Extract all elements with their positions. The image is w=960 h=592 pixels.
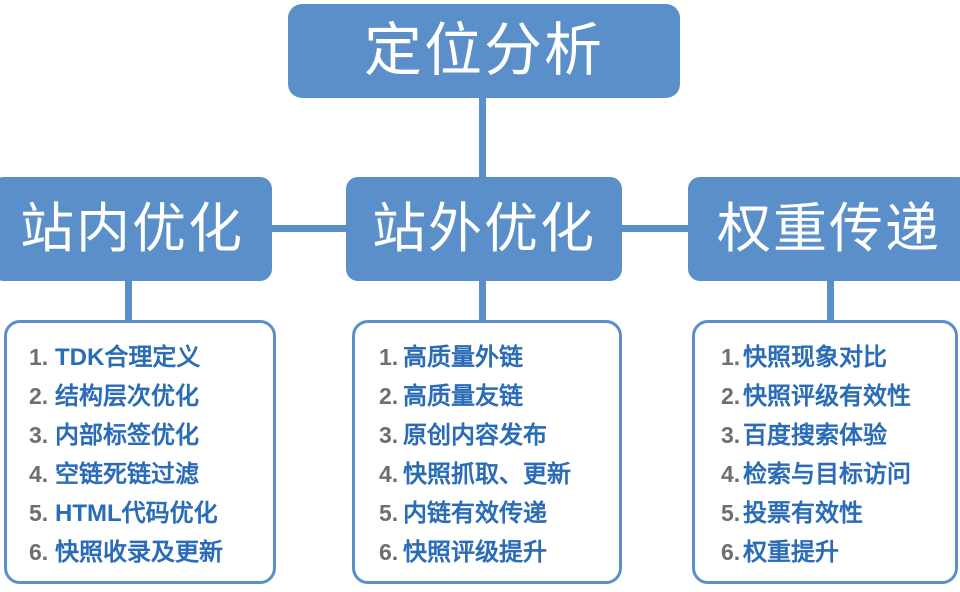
list-item-label: 快照评级有效性 bbox=[743, 383, 911, 410]
list-box-offsite: 1. 高质量外链 2. 高质量友链 3. 原创内容发布 4. 快照抓取、更新 5… bbox=[352, 320, 622, 584]
list-item-number: 5. bbox=[29, 500, 49, 526]
node-branch-offsite-label: 站外优化 bbox=[372, 199, 596, 259]
node-branch-offsite[interactable]: 站外优化 bbox=[346, 177, 622, 281]
list-item-number: 5. bbox=[721, 500, 741, 526]
node-branch-weight-label: 权重传递 bbox=[717, 199, 941, 259]
list-item-number: 3. bbox=[379, 422, 399, 448]
node-branch-onsite[interactable]: 站内优化 bbox=[0, 177, 272, 281]
list-box-onsite: 1. TDK合理定义 2. 结构层次优化 3. 内部标签优化 4. 空链死链过滤… bbox=[4, 320, 276, 584]
list-item[interactable]: 1. 高质量外链 bbox=[369, 337, 609, 376]
node-branch-onsite-label: 站内优化 bbox=[20, 199, 244, 259]
list-item-number: 3. bbox=[29, 422, 49, 448]
list-item[interactable]: 6. 快照评级提升 bbox=[369, 532, 609, 571]
list-item-label: 检索与目标访问 bbox=[743, 461, 911, 488]
node-branch-weight[interactable]: 权重传递 bbox=[688, 177, 960, 281]
list-item-label: 原创内容发布 bbox=[403, 422, 547, 449]
list-item-number: 6. bbox=[379, 539, 399, 565]
list-item-number: 4. bbox=[721, 461, 741, 487]
list-item-number: 1. bbox=[379, 344, 399, 370]
list-item-label: 快照收录及更新 bbox=[55, 539, 223, 566]
list-item[interactable]: 1. TDK合理定义 bbox=[21, 337, 263, 376]
list-item-label: 结构层次优化 bbox=[55, 383, 199, 410]
connector-left-down bbox=[125, 275, 132, 325]
list-item-number: 1. bbox=[721, 344, 741, 370]
list-item-number: 6. bbox=[29, 539, 49, 565]
list-item-label: 内链有效传递 bbox=[403, 500, 547, 527]
list-item-label: 高质量友链 bbox=[403, 383, 523, 410]
list-item[interactable]: 4. 检索与目标访问 bbox=[709, 454, 945, 493]
list-item-label: 空链死链过滤 bbox=[55, 461, 199, 488]
list-item-label: 内部标签优化 bbox=[55, 422, 199, 449]
list-item-number: 4. bbox=[29, 461, 49, 487]
list-item-label: 百度搜索体验 bbox=[743, 422, 887, 449]
list-item-number: 4. bbox=[379, 461, 399, 487]
list-item[interactable]: 2. 快照评级有效性 bbox=[709, 376, 945, 415]
list-item-number: 2. bbox=[379, 383, 399, 409]
list-item[interactable]: 5. HTML代码优化 bbox=[21, 493, 263, 532]
list-item-label: 快照抓取、更新 bbox=[403, 461, 571, 488]
list-item[interactable]: 3. 百度搜索体验 bbox=[709, 415, 945, 454]
connector-left-to-middle bbox=[264, 225, 354, 232]
list-box-weight: 1. 快照现象对比 2. 快照评级有效性 3. 百度搜索体验 4. 检索与目标访… bbox=[692, 320, 958, 584]
list-item[interactable]: 1. 快照现象对比 bbox=[709, 337, 945, 376]
list-item[interactable]: 4. 空链死链过滤 bbox=[21, 454, 263, 493]
list-item[interactable]: 3. 内部标签优化 bbox=[21, 415, 263, 454]
list-item-label: 投票有效性 bbox=[743, 500, 863, 527]
list-item-number: 6. bbox=[721, 539, 741, 565]
connector-middle-to-right bbox=[614, 225, 696, 232]
list-item[interactable]: 5. 内链有效传递 bbox=[369, 493, 609, 532]
connector-root-to-middle bbox=[479, 94, 486, 184]
list-item-number: 3. bbox=[721, 422, 741, 448]
list-item-number: 2. bbox=[721, 383, 741, 409]
list-item-label: 权重提升 bbox=[743, 539, 839, 566]
list-item-number: 1. bbox=[29, 344, 49, 370]
list-item-label: 快照评级提升 bbox=[403, 539, 547, 566]
list-item-label: HTML代码优化 bbox=[55, 500, 218, 527]
list-item[interactable]: 6. 快照收录及更新 bbox=[21, 532, 263, 571]
list-item[interactable]: 2. 高质量友链 bbox=[369, 376, 609, 415]
list-item[interactable]: 3. 原创内容发布 bbox=[369, 415, 609, 454]
connector-middle-down bbox=[479, 275, 486, 325]
list-item[interactable]: 2. 结构层次优化 bbox=[21, 376, 263, 415]
node-root[interactable]: 定位分析 bbox=[288, 4, 680, 98]
list-item-number: 5. bbox=[379, 500, 399, 526]
list-item-label: 高质量外链 bbox=[403, 344, 523, 371]
list-item-label: TDK合理定义 bbox=[55, 344, 201, 371]
list-item[interactable]: 5. 投票有效性 bbox=[709, 493, 945, 532]
list-item[interactable]: 4. 快照抓取、更新 bbox=[369, 454, 609, 493]
node-root-label: 定位分析 bbox=[363, 18, 604, 83]
list-item-number: 2. bbox=[29, 383, 49, 409]
list-item[interactable]: 6. 权重提升 bbox=[709, 532, 945, 571]
list-item-label: 快照现象对比 bbox=[743, 344, 887, 371]
connector-right-down bbox=[827, 275, 834, 325]
